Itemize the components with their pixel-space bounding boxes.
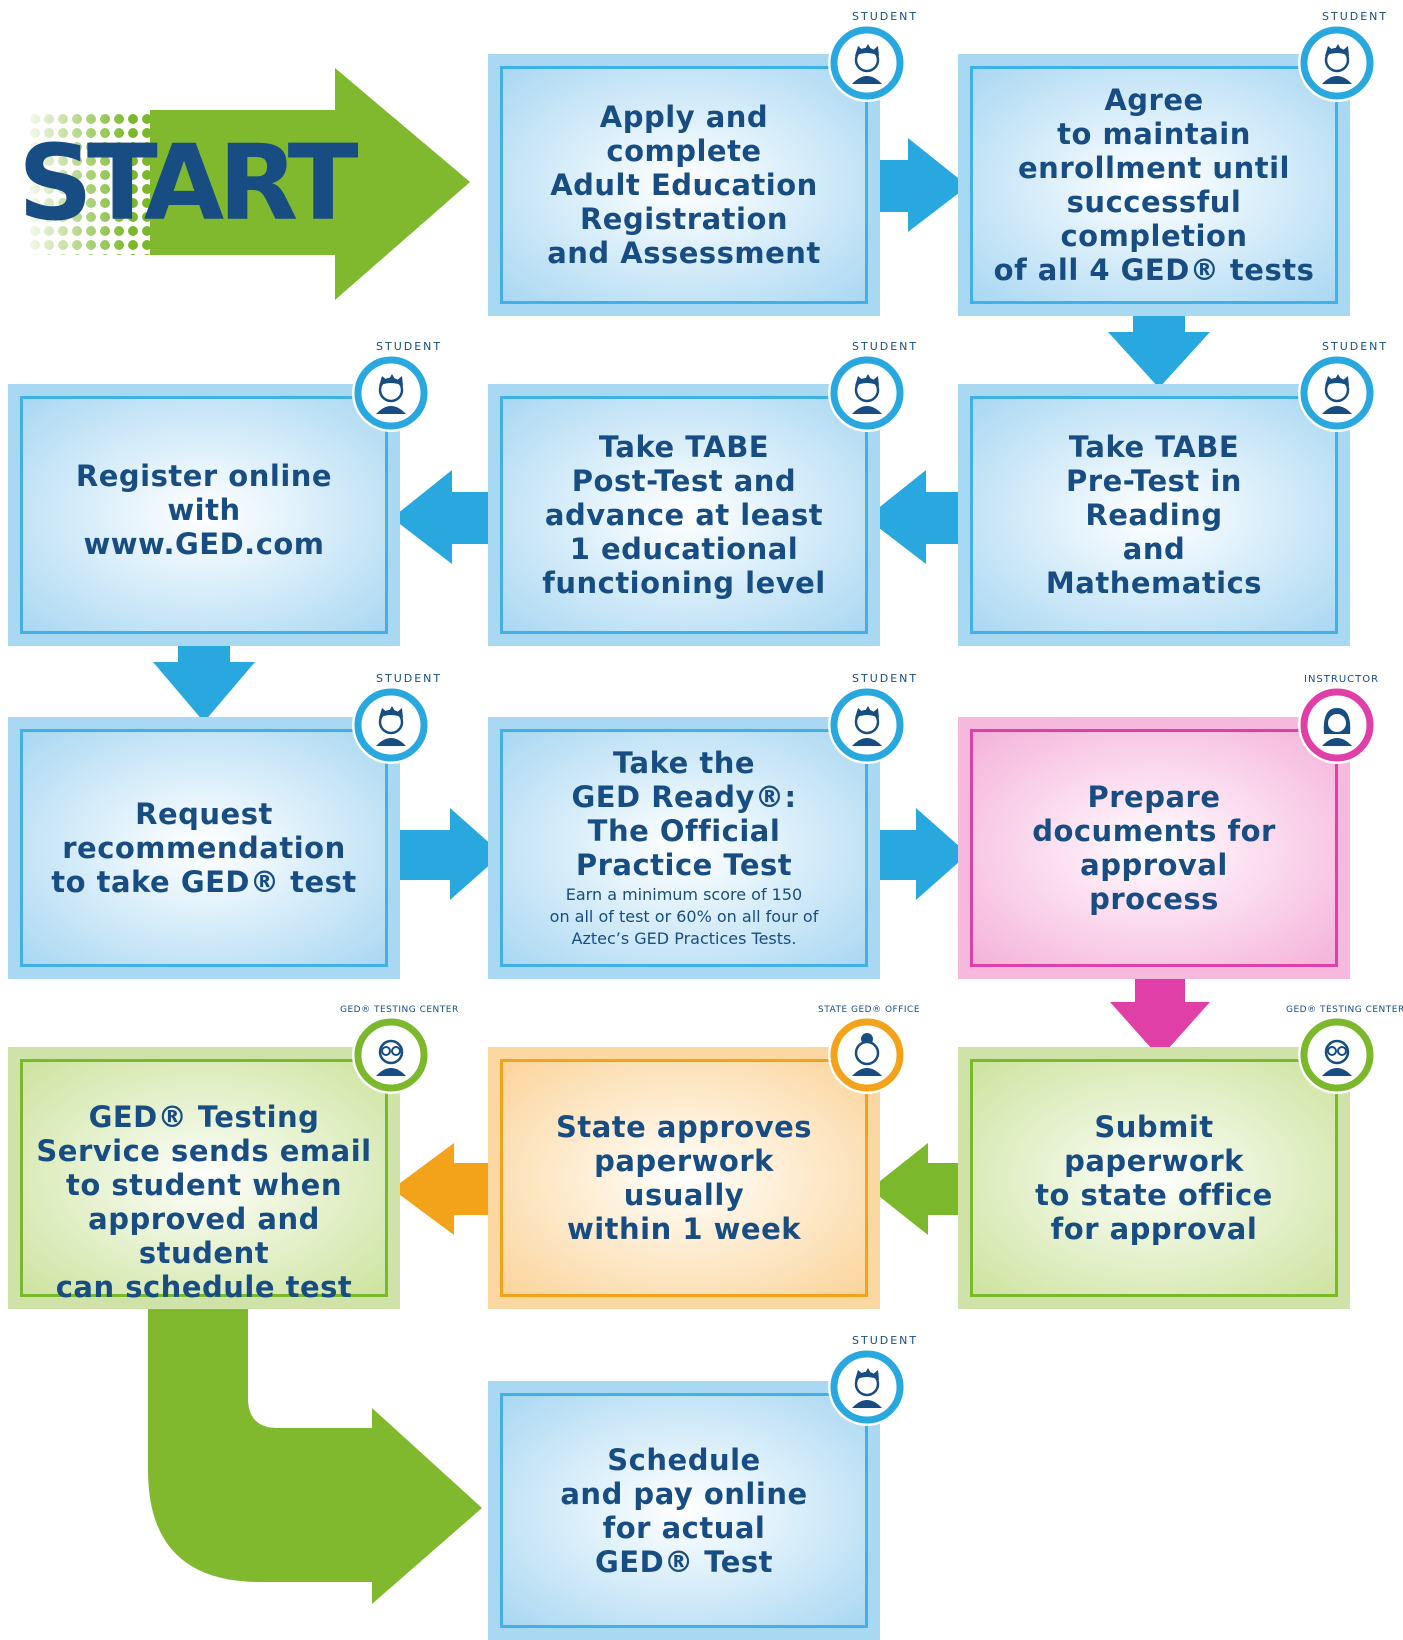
- arrow-gedservice-to-schedule: [148, 1300, 482, 1604]
- step-prepare-text: Prepare documents for approval process: [1032, 780, 1276, 916]
- step-state: State approves paperwork usually within …: [488, 1047, 880, 1309]
- student-icon: [830, 356, 904, 430]
- student-icon: [830, 26, 904, 100]
- badge-student: [1298, 24, 1376, 102]
- step-prepare: Prepare documents for approval process: [958, 717, 1350, 979]
- step-ready: Take the GED Ready®: The Official Practi…: [488, 717, 880, 979]
- step-request-text: Request recommendation to take GED® test: [51, 797, 357, 899]
- student-icon: [830, 1350, 904, 1424]
- arrow-apply-to-agree: [866, 138, 968, 232]
- step-register: Register online with www.GED.com: [8, 384, 400, 646]
- step-state-text: State approves paperwork usually within …: [555, 1110, 813, 1246]
- badge-student: [352, 686, 430, 764]
- step-register-text: Register online with www.GED.com: [75, 459, 333, 561]
- badge-student: [1298, 354, 1376, 432]
- testing-center-icon: [1300, 1018, 1374, 1092]
- arrow-register-to-request: [153, 632, 255, 722]
- badge-student: [828, 1348, 906, 1426]
- start-arrow: [20, 68, 470, 300]
- testing-center-icon: [354, 1018, 428, 1092]
- arrow-state-to-gedservice: [392, 1143, 500, 1235]
- badge-testing-center: [1298, 1016, 1376, 1094]
- step-submit: Submit paperwork to state office for app…: [958, 1047, 1350, 1309]
- step-gedservice-text: GED® Testing Service sends email to stud…: [36, 1100, 372, 1304]
- badge-instructor: [1298, 686, 1376, 764]
- step-gedservice: GED® Testing Service sends email to stud…: [8, 1047, 400, 1309]
- step-schedule-text: Schedule and pay online for actual GED® …: [560, 1442, 808, 1579]
- arrow-posttest-to-register: [392, 470, 500, 564]
- step-pretest-text: Take TABE Pre-Test in Reading and Mathem…: [1045, 430, 1263, 600]
- arrow-pretest-to-posttest: [866, 470, 968, 564]
- arrow-agree-to-pretest: [1108, 305, 1210, 388]
- step-posttest-text: Take TABE Post-Test and advance at least…: [542, 430, 826, 600]
- step-posttest: Take TABE Post-Test and advance at least…: [488, 384, 880, 646]
- badge-student: [828, 24, 906, 102]
- student-icon: [1300, 26, 1374, 100]
- badge-student: [352, 354, 430, 432]
- student-icon: [354, 356, 428, 430]
- step-apply: Apply and complete Adult Education Regis…: [488, 54, 880, 316]
- step-pretest: Take TABE Pre-Test in Reading and Mathem…: [958, 384, 1350, 646]
- badge-student: [828, 686, 906, 764]
- arrow-submit-to-state: [870, 1143, 968, 1235]
- start-label: START: [18, 122, 359, 244]
- step-schedule: Schedule and pay online for actual GED® …: [488, 1381, 880, 1640]
- instructor-icon: [1300, 688, 1374, 762]
- state-office-icon: [830, 1018, 904, 1092]
- step-agree-text: Agree to maintain enrollment until succe…: [993, 83, 1315, 287]
- step-apply-text: Apply and complete Adult Education Regis…: [547, 100, 821, 270]
- step-request: Request recommendation to take GED® test: [8, 717, 400, 979]
- step-agree: Agree to maintain enrollment until succe…: [958, 54, 1350, 316]
- badge-testing-center: [352, 1016, 430, 1094]
- arrow-prepare-to-submit: [1110, 968, 1210, 1058]
- arrow-ready-to-prepare: [866, 808, 968, 900]
- student-icon: [830, 688, 904, 762]
- step-submit-text: Submit paperwork to state office for app…: [1035, 1110, 1273, 1246]
- badge-student: [828, 354, 906, 432]
- student-icon: [354, 688, 428, 762]
- arrow-request-to-ready: [392, 808, 502, 900]
- student-icon: [1300, 356, 1374, 430]
- step-ready-note: Earn a minimum score of 150 on all of te…: [549, 885, 819, 948]
- step-ready-text: Take the GED Ready®: The Official Practi…: [571, 746, 797, 882]
- badge-state-office: [828, 1016, 906, 1094]
